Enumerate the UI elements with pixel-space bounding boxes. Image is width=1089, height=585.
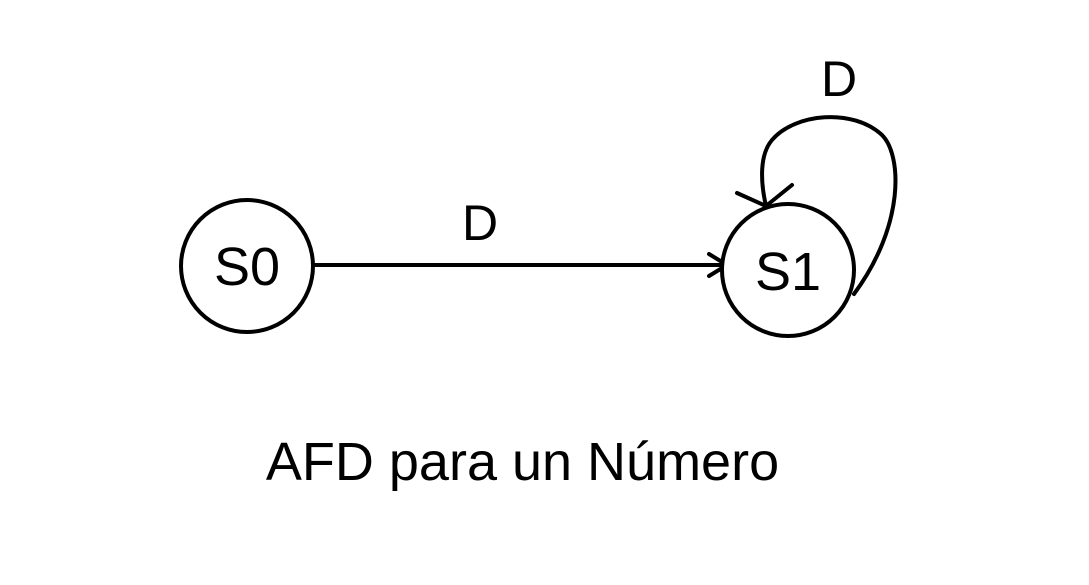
state-s0-label: S0 <box>214 237 280 297</box>
diagram-caption: AFD para un Número <box>265 432 780 492</box>
transition-s1-s1-label: D <box>821 51 857 107</box>
transition-s0-s1-label: D <box>462 195 498 251</box>
transition-s1-s1-loop <box>760 115 898 296</box>
transition-s0-s1: D <box>312 195 729 278</box>
state-s1: S1 <box>720 202 856 338</box>
state-s0-circle <box>179 198 315 334</box>
state-s0: S0 <box>179 198 315 334</box>
state-s1-circle <box>720 202 856 338</box>
transition-s1-s1: D <box>735 51 898 296</box>
state-s1-label: S1 <box>755 242 821 302</box>
